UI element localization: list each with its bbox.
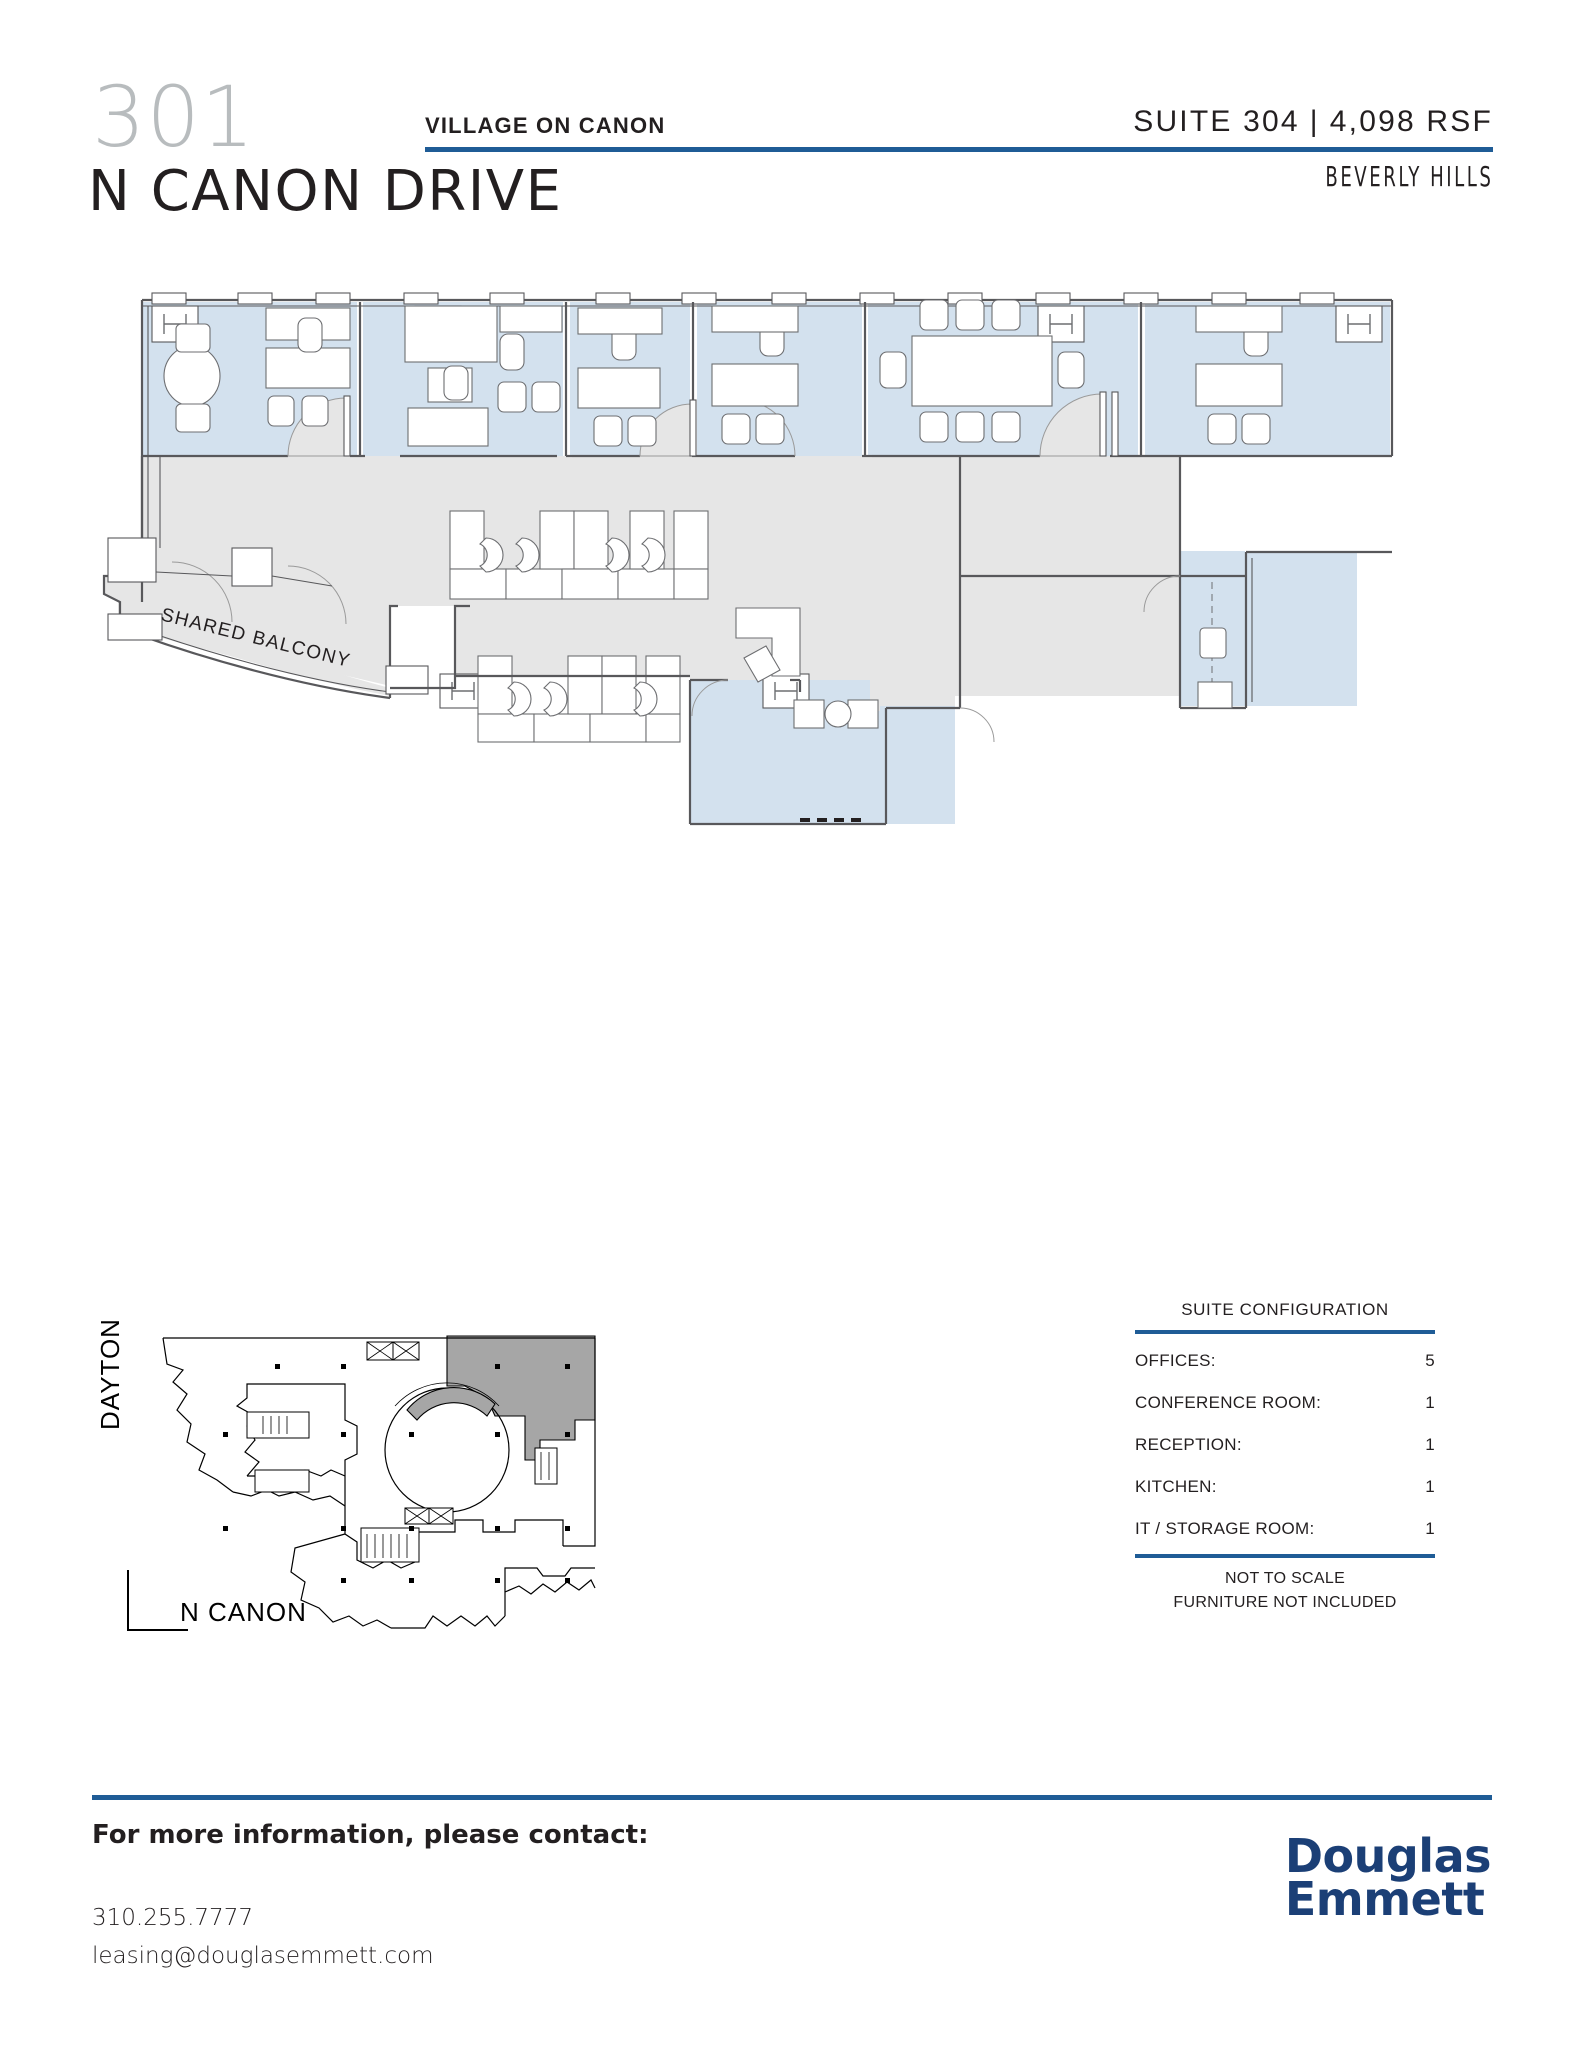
- contact-phone[interactable]: 310.255.7777: [92, 1905, 253, 1931]
- building-number: 301: [92, 68, 256, 166]
- footer-divider: [92, 1795, 1492, 1800]
- keymap-street-dayton: DAYTON: [95, 1318, 125, 1430]
- config-row-it-storage-room: IT / STORAGE ROOM: 1: [1135, 1508, 1435, 1550]
- config-value: 1: [1425, 1519, 1435, 1538]
- logo-line-1: Douglas: [1284, 1829, 1492, 1883]
- config-value: 5: [1425, 1351, 1435, 1370]
- contact-email[interactable]: leasing@douglasemmett.com: [92, 1943, 434, 1969]
- keymap-street-corner: [127, 1570, 188, 1631]
- key-map: .kline { fill:none; stroke:#000; stroke-…: [95, 1320, 615, 1660]
- contact-heading: For more information, please contact:: [92, 1820, 649, 1850]
- config-value: 1: [1425, 1477, 1435, 1496]
- config-top-divider: [1135, 1330, 1435, 1334]
- suite-configuration-title: SUITE CONFIGURATION: [1181, 1300, 1389, 1319]
- page-header: 301 N CANON DRIVE VILLAGE ON CANON SUITE…: [0, 0, 1583, 270]
- logo-line-2: Emmett: [1284, 1871, 1485, 1926]
- config-row-reception: RECEPTION: 1: [1135, 1424, 1435, 1466]
- config-bottom-divider: [1135, 1554, 1435, 1558]
- suite-summary: SUITE 304 | 4,098 RSF: [1133, 105, 1493, 139]
- config-row-conference-room: CONFERENCE ROOM: 1: [1135, 1382, 1435, 1424]
- config-rows: OFFICES: 5 CONFERENCE ROOM: 1 RECEPTION:…: [1135, 1334, 1435, 1554]
- config-value: 1: [1425, 1435, 1435, 1454]
- suite-separator: |: [1309, 105, 1320, 138]
- config-notes: NOT TO SCALE FURNITURE NOT INCLUDED: [1135, 1558, 1435, 1615]
- building-street: N CANON DRIVE: [88, 159, 563, 224]
- note-furniture-not-included: FURNITURE NOT INCLUDED: [1173, 1594, 1397, 1611]
- config-row-kitchen: KITCHEN: 1: [1135, 1466, 1435, 1508]
- property-name: VILLAGE ON CANON: [425, 113, 666, 138]
- suite-number: SUITE 304: [1133, 105, 1300, 138]
- douglas-emmett-logo: Douglas Emmett: [1284, 1829, 1492, 1926]
- keymap-street-ncanon: N CANON: [180, 1597, 307, 1627]
- note-not-to-scale: NOT TO SCALE: [1224, 1570, 1346, 1587]
- city-label: BEVERLY HILLS: [1324, 160, 1493, 193]
- config-label: OFFICES:: [1135, 1351, 1216, 1370]
- header-divider: [425, 147, 1493, 152]
- config-value: 1: [1425, 1393, 1435, 1412]
- suite-configuration-panel: SUITE CONFIGURATION OFFICES: 5 CONFERENC…: [1135, 1300, 1435, 1615]
- floor-plan: .wall { fill:none; stroke:#58585b; strok…: [0, 276, 1583, 896]
- suite-area: 4,098 RSF: [1329, 105, 1493, 138]
- config-label: RECEPTION:: [1135, 1435, 1242, 1454]
- config-label: CONFERENCE ROOM:: [1135, 1393, 1322, 1412]
- config-row-offices: OFFICES: 5: [1135, 1340, 1435, 1382]
- config-label: KITCHEN:: [1135, 1477, 1217, 1496]
- config-label: IT / STORAGE ROOM:: [1135, 1519, 1315, 1538]
